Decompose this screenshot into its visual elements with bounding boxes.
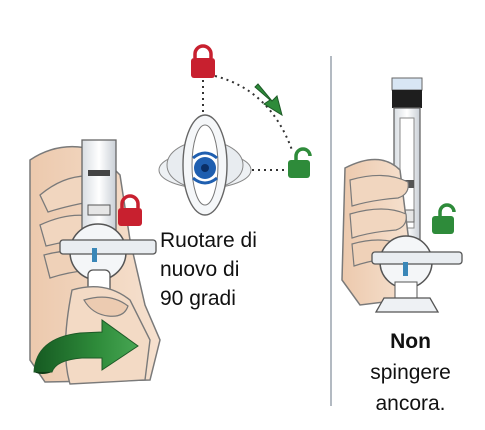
lock-closed-icon	[118, 194, 142, 226]
lock-closed-icon	[191, 44, 215, 78]
left-hand-with-device	[29, 139, 161, 385]
curved-arrow-icon	[33, 319, 139, 374]
rotate-arrow-icon	[158, 114, 252, 216]
right-hand-with-syringe	[341, 77, 463, 313]
do-not-push-rest: spingere ancora.	[370, 361, 451, 415]
rotate-direction-arrow-icon	[254, 83, 283, 117]
do-not-push-bold: Non	[390, 330, 431, 353]
rotation-diagram	[158, 44, 312, 216]
lock-open-icon	[288, 147, 312, 178]
lock-open-icon	[432, 203, 456, 234]
rotate-instruction: Ruotare di nuovo di 90 gradi	[160, 229, 257, 310]
do-not-push-instruction: Non spingere ancora.	[336, 326, 485, 419]
